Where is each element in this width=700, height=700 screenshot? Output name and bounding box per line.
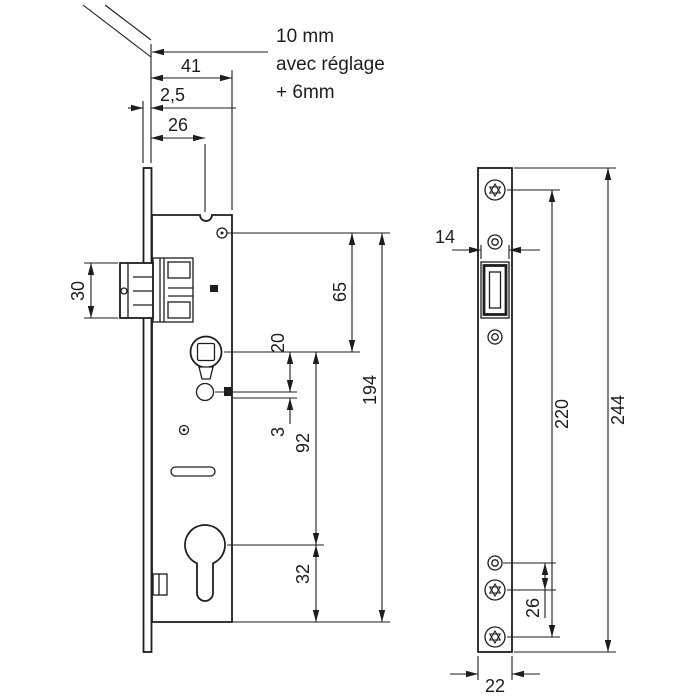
dim-adjustment-line1: 10 mm — [276, 26, 334, 47]
dim-top-to-follower: 65 — [330, 282, 350, 302]
dim-backset: 26 — [168, 115, 188, 135]
dimensions-left-view: 10 mm avec réglage + 6mm 41 2,5 26 30 — [68, 26, 390, 623]
dim-follower-to-cylinder: 92 — [293, 433, 313, 453]
bottom-guide-block — [152, 573, 168, 596]
latch-opening — [480, 261, 510, 319]
lock-case-body — [151, 214, 233, 623]
dim-cylinder-to-bottom: 32 — [293, 564, 313, 584]
adjustment-slot — [170, 466, 216, 477]
cylinder-fixing-hole — [195, 382, 215, 402]
dim-case-depth: 41 — [181, 56, 201, 76]
dim-faceplate-thickness: 2,5 — [160, 85, 185, 105]
euro-cylinder-cutout — [184, 524, 226, 602]
case-screw-hole — [178, 424, 190, 436]
dim-faceplate-width: 22 — [485, 676, 505, 696]
latch-mechanism — [152, 257, 194, 323]
dim-latch-width: 14 — [435, 227, 455, 247]
dim-faceplate-length: 244 — [608, 395, 628, 425]
follower-nut — [189, 335, 223, 380]
internal-tab-upper — [210, 285, 218, 292]
dim-tab-thickness: 3 — [268, 427, 288, 437]
dimensions-right-view: 14 220 244 26 22 — [435, 167, 628, 696]
adjustment-phantom-lines — [82, 4, 152, 58]
dim-fixing-hole-spacing: 220 — [552, 399, 572, 429]
faceplate-side — [142, 167, 153, 653]
dim-adjustment-line3: + 6mm — [276, 82, 335, 103]
dim-latch-height: 30 — [68, 281, 88, 301]
right-view-faceplate: 14 220 244 26 22 — [435, 167, 628, 696]
dim-adjustment-line2: avec réglage — [276, 54, 385, 75]
dim-follower-to-fixing: 20 — [268, 333, 288, 353]
left-view-lock-case: 10 mm avec réglage + 6mm 41 2,5 26 30 — [68, 4, 390, 653]
latch-bolt — [119, 262, 154, 319]
dim-bottom-hole-spacing: 26 — [523, 598, 543, 618]
dim-case-height: 194 — [360, 375, 380, 405]
